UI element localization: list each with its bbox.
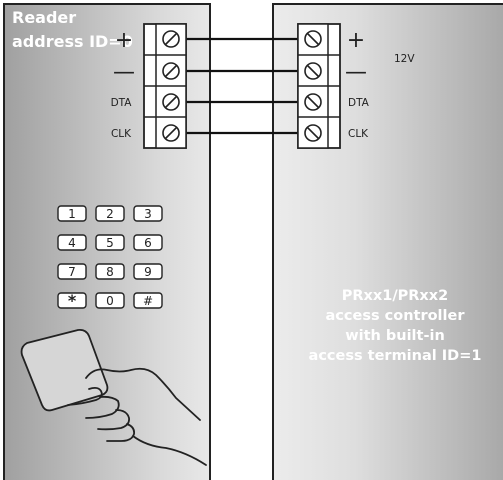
reader-terminal-negative-label: — [113,60,135,85]
svg-text:4: 4 [68,236,76,250]
controller-panel: 12V PRxx1/PRxx2 access controller with b… [272,3,503,480]
svg-text:8: 8 [106,265,114,279]
card-in-hand-icon [20,328,207,466]
svg-text:*: * [68,291,77,310]
controller-terminal-positive-label: + [347,28,365,53]
screw-terminal-icon [162,62,180,80]
screw-terminal-icon [304,62,322,80]
screw-terminal-icon [304,30,322,48]
reader-title-line2: address ID=0 [12,32,133,51]
keypad-key-3: 3 [133,205,163,222]
screw-terminal-icon [162,93,180,111]
svg-text:1: 1 [68,207,76,221]
svg-text:5: 5 [106,236,114,250]
supply-voltage-label: 12V [394,53,415,65]
screw-terminal-icon [304,93,322,111]
svg-text:7: 7 [68,265,76,279]
keypad-key-hash: # [133,292,163,309]
controller-terminal-negative-label: — [345,60,367,85]
keypad-key-9: 9 [133,263,163,280]
reader-terminal-clock-label: CLK [111,128,132,140]
keypad-key-5: 5 [95,234,125,251]
controller-terminal-data-label: DTA [348,97,370,109]
svg-text:2: 2 [106,207,114,221]
keypad-key-6: 6 [133,234,163,251]
reader-terminal-positive-label: + [115,28,133,53]
keypad-key-2: 2 [95,205,125,222]
svg-text:#: # [143,294,153,308]
keypad-key-star: * [57,291,87,310]
screw-terminal-icon [162,30,180,48]
keypad-key-8: 8 [95,263,125,280]
controller-terminal-clock-label: CLK [348,128,369,140]
keypad-key-4: 4 [57,234,87,251]
reader-title-line1: Reader [12,8,76,27]
screw-terminal-icon [304,124,322,142]
reader-terminal-block: + — DTA CLK [111,23,187,149]
controller-title-line3: with built-in [345,328,445,344]
keypad-key-1: 1 [57,205,87,222]
keypad-key-0: 0 [95,292,125,309]
svg-text:9: 9 [144,265,152,279]
controller-title-line1: PRxx1/PRxx2 [342,288,448,304]
svg-text:6: 6 [144,236,152,250]
wires [186,37,298,135]
controller-title-line4: access terminal ID=1 [309,348,482,364]
keypad-key-7: 7 [57,263,87,280]
keypad: 1 2 3 4 5 6 7 8 9 * 0 # [57,205,163,310]
controller-title-line2: access controller [326,308,466,324]
reader-terminal-data-label: DTA [111,97,133,109]
controller-terminal-block: + — DTA CLK [297,23,370,149]
svg-text:3: 3 [144,207,152,221]
svg-text:0: 0 [106,294,114,308]
screw-terminal-icon [162,124,180,142]
